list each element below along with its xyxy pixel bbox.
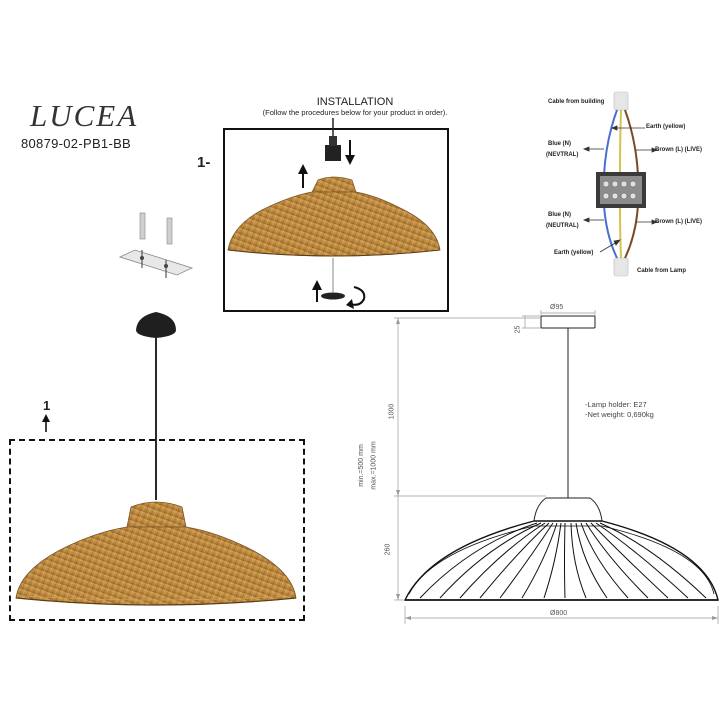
arrow-up-bottom-icon bbox=[312, 280, 322, 302]
wire-label-blue-top: Blue (N) bbox=[548, 141, 571, 147]
dim-canopy-diameter: Ø95 bbox=[550, 304, 564, 311]
wire-label-earth-bottom: Earth (yellow) bbox=[554, 250, 594, 256]
installation-lamp-illustration bbox=[227, 118, 441, 300]
technical-drawing bbox=[394, 310, 719, 624]
wire-label-blue-bottom: Blue (N) bbox=[548, 212, 571, 218]
wire-label-neutral-top: (NEVTRAL) bbox=[546, 152, 579, 158]
arrow-down-icon bbox=[345, 140, 355, 165]
detail-label: 1 bbox=[43, 398, 51, 413]
installation-step-box bbox=[223, 128, 449, 312]
wire-label-cable-building: Cable from building bbox=[548, 99, 605, 105]
installation-title: INSTALLATION bbox=[316, 96, 394, 108]
spec-list: -Lamp holder: E27 -Net weight: 0,690kg bbox=[585, 400, 654, 420]
pendant-lamp-photo bbox=[15, 312, 297, 606]
spec-lamp-holder: -Lamp holder: E27 bbox=[585, 400, 647, 409]
wire-label-earth-top: Earth (yellow) bbox=[646, 124, 686, 130]
step-label: 1- bbox=[197, 154, 211, 171]
installation-subtitle: (Follow the procedures below for your pr… bbox=[262, 108, 448, 117]
dim-shade-diameter: Ø800 bbox=[550, 610, 568, 617]
arrow-up-detail-icon bbox=[42, 414, 50, 432]
spec-net-weight: -Net weight: 0,690kg bbox=[585, 410, 654, 419]
wiring-diagram bbox=[582, 91, 659, 277]
wire-label-brown-bottom: Brown (L) (LIVE) bbox=[655, 219, 702, 225]
wire-label-brown-top: Brown (L) (LIVE) bbox=[655, 147, 702, 153]
wire-label-neutral-bottom: (NEUTRAL) bbox=[546, 223, 579, 229]
product-code: 80879-02-PB1-BB bbox=[21, 136, 132, 151]
rotate-arrow-icon bbox=[346, 286, 366, 309]
wire-label-cable-lamp: Cable from Lamp bbox=[637, 268, 687, 274]
mounting-bracket-icon bbox=[118, 212, 194, 278]
product-name: LUCEA bbox=[30, 98, 139, 133]
arrow-up-icon bbox=[298, 164, 308, 188]
